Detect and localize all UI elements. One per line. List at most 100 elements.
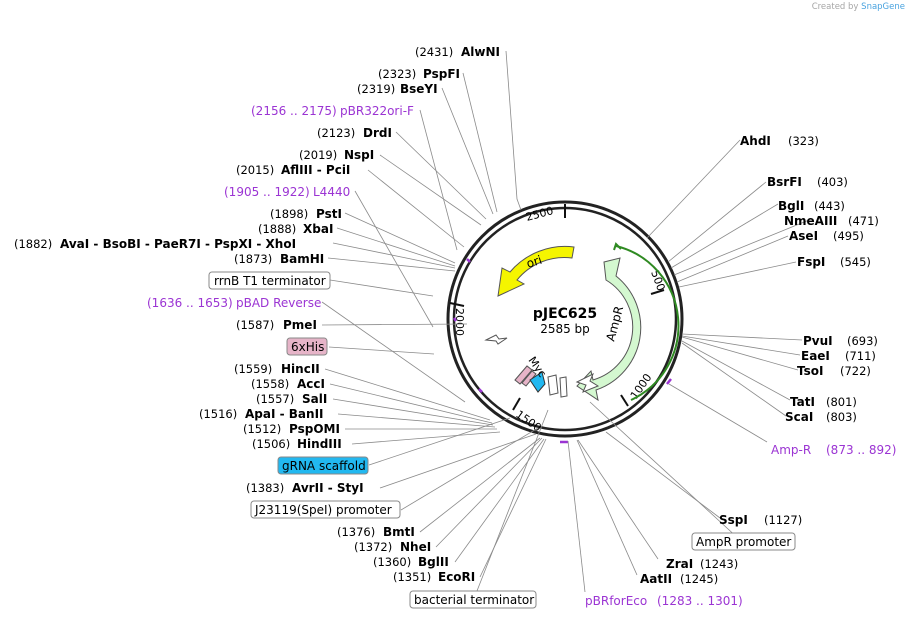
label-bmti-pos: (1376) — [337, 525, 375, 539]
his-box — [286, 337, 328, 356]
label-aatii-pos: (1245) — [680, 572, 718, 586]
label-rrnb: rrnB T1 terminator — [214, 274, 326, 288]
label-xbai-pos: (1888) — [258, 222, 296, 236]
label-tsoi-pos: (722) — [840, 364, 871, 378]
label-amp-r: Amp-R — [771, 443, 811, 457]
label-bmti: BmtI — [383, 525, 415, 539]
label-l4440: L4440 — [313, 185, 350, 199]
label-sspi-pos: (1127) — [764, 513, 802, 527]
credit-brand: SnapGene — [861, 2, 905, 12]
label-bamhi-pos: (1873) — [234, 252, 272, 266]
leader-lines — [321, 50, 810, 597]
label-pspfi-pos: (2323) — [378, 67, 416, 81]
label-ahdi: AhdI — [740, 134, 771, 148]
left-labels: (2431) AlwNI (2323) PspFI (2319) BseYI (… — [14, 45, 537, 609]
label-bglii: BglII — [418, 555, 449, 569]
label-psti-pos: (1898) — [270, 207, 308, 221]
label-fspi-pos: (545) — [840, 255, 871, 269]
label-fspi: FspI — [797, 255, 825, 269]
label-ecori: EcoRI — [438, 570, 475, 584]
label-bseyi: BseYI — [400, 82, 438, 96]
label-bamhi: BamHI — [280, 252, 324, 266]
label-avrii-pos: (1383) — [246, 481, 284, 495]
label-bsrfi: BsrFI — [767, 175, 802, 189]
label-xhoi: AvaI - BsoBI - PaeR7I - PspXI - XhoI — [60, 237, 296, 251]
label-tati: TatI — [790, 395, 815, 409]
label-bacterial-terminator: bacterial terminator — [414, 593, 534, 607]
label-pspomi: PspOMI — [289, 422, 340, 436]
label-hincii-pos: (1559) — [234, 362, 272, 376]
label-acci-pos: (1558) — [251, 377, 289, 391]
tick-marks — [449, 204, 665, 411]
label-bseyi-pos: (2319) — [357, 82, 395, 96]
label-pbr322ori-range: (2156 .. 2175) — [251, 104, 337, 118]
label-ampr-promoter: AmpR promoter — [696, 535, 791, 549]
ampr-promoter-box — [691, 532, 796, 551]
grna-box — [277, 456, 369, 475]
label-zrai: ZraI — [666, 557, 693, 571]
label-hindiii: HindIII — [297, 437, 342, 451]
label-hindiii-pos: (1506) — [252, 437, 290, 451]
label-6xhis: 6xHis — [291, 340, 324, 354]
label-pvui: PvuI — [803, 334, 833, 348]
rrnb-box — [208, 271, 331, 290]
label-nspi: NspI — [344, 148, 374, 162]
label-xhoi-pos: (1882) — [14, 237, 52, 251]
label-pbad: pBAD Reverse — [236, 296, 321, 310]
label-bgli-pos: (443) — [814, 199, 845, 213]
tick-2000: 2000 — [453, 308, 466, 336]
label-eaei-pos: (711) — [845, 349, 876, 363]
label-apai: ApaI - BanII — [245, 407, 324, 421]
label-asei-pos: (495) — [833, 229, 864, 243]
label-psti: PstI — [316, 207, 342, 221]
label-pspomi-pos: (1512) — [243, 422, 281, 436]
label-j23119: J23119(SpeI) promoter — [254, 503, 392, 517]
label-scai: ScaI — [785, 410, 813, 424]
label-hincii: HincII — [281, 362, 320, 376]
label-l4440-range: (1905 .. 1922) — [224, 185, 310, 199]
label-pbrforeco-range: (1283 .. 1301) — [657, 594, 743, 608]
right-labels: pBRforEco (1283 .. 1301) AatII (1245) Zr… — [585, 134, 896, 608]
label-alwni: AlwNI — [461, 45, 500, 59]
label-drdi: DrdI — [363, 126, 392, 140]
label-avrii: AvrII - StyI — [292, 481, 364, 495]
label-sspi: SspI — [719, 513, 748, 527]
label-nmeaiii: NmeAIII — [784, 214, 837, 228]
credit-prefix: Created by — [811, 2, 859, 12]
ampr-label: AmpR — [603, 305, 626, 343]
label-sali-pos: (1557) — [256, 392, 294, 406]
bacterial-terminator-box — [409, 590, 537, 609]
label-pvui-pos: (693) — [847, 334, 878, 348]
label-pbr322ori: pBR322ori-F — [340, 104, 414, 118]
label-bglii-pos: (1360) — [373, 555, 411, 569]
ori-feature: ori — [497, 245, 575, 297]
label-bgli: BglI — [778, 199, 804, 213]
label-nmeaiii-pos: (471) — [848, 214, 879, 228]
label-nhei: NheI — [400, 540, 431, 554]
label-afliii-pos: (2015) — [236, 163, 274, 177]
label-pmei-pos: (1587) — [236, 318, 274, 332]
label-pbrforeco: pBRforEco — [585, 594, 647, 608]
label-tsoi: TsoI — [797, 364, 823, 378]
ampr-feature: AmpR — [576, 242, 680, 402]
label-aatii: AatII — [640, 572, 672, 586]
label-nhei-pos: (1372) — [354, 540, 392, 554]
label-xbai: XbaI — [303, 222, 333, 236]
label-nspi-pos: (2019) — [299, 148, 337, 162]
primer-marks — [452, 258, 672, 444]
label-pspfi: PspFI — [423, 67, 460, 81]
inner-features: Myc — [484, 334, 600, 398]
label-bsrfi-pos: (403) — [817, 175, 848, 189]
label-sali: SalI — [302, 392, 327, 406]
label-alwni-pos: (2431) — [415, 45, 453, 59]
snapgene-credit: Created by SnapGene — [812, 2, 905, 12]
plasmid-name: pJEC625 — [533, 306, 597, 322]
label-drdi-pos: (2123) — [317, 126, 355, 140]
label-pmei: PmeI — [283, 318, 317, 332]
label-apai-pos: (1516) — [199, 407, 237, 421]
label-ecori-pos: (1351) — [393, 570, 431, 584]
j23119-box — [250, 500, 401, 519]
label-tati-pos: (801) — [826, 395, 857, 409]
label-scai-pos: (803) — [826, 410, 857, 424]
